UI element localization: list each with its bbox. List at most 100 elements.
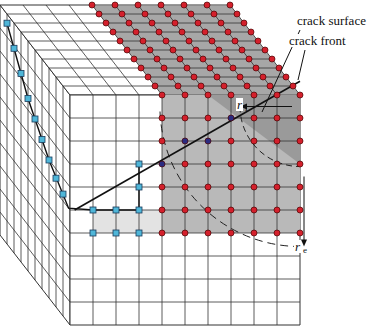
red-node (225, 29, 231, 35)
blue-node (32, 116, 38, 122)
red-node (227, 2, 233, 8)
blue-node (136, 207, 142, 213)
red-node (126, 20, 132, 26)
red-node (159, 138, 165, 144)
red-node (223, 56, 229, 62)
blue-node (25, 96, 31, 102)
red-node (184, 65, 190, 71)
grid-line (7, 14, 8, 244)
red-node (195, 20, 201, 26)
red-node (205, 230, 211, 236)
crack-front-line (75, 81, 300, 210)
red-node (156, 29, 162, 35)
red-node (205, 115, 211, 121)
red-node (251, 138, 257, 144)
red-node (251, 115, 257, 121)
re-arrow (304, 177, 305, 242)
red-node (297, 138, 303, 144)
red-node (205, 184, 211, 190)
red-node (205, 92, 211, 98)
red-node (297, 115, 303, 121)
red-node (110, 29, 116, 35)
red-node (165, 11, 171, 17)
red-node (204, 2, 210, 8)
red-node (182, 161, 188, 167)
red-node (182, 115, 188, 121)
red-node (191, 74, 197, 80)
grid-line (161, 5, 231, 95)
red-node (193, 47, 199, 53)
blue-node (39, 137, 45, 143)
red-node (251, 161, 257, 167)
red-node (140, 38, 146, 44)
red-node (117, 38, 123, 44)
red-node (145, 74, 151, 80)
red-node (228, 207, 234, 213)
red-node (248, 29, 254, 35)
red-node (297, 92, 303, 98)
red-node (283, 74, 289, 80)
red-node (103, 20, 109, 26)
red-node (200, 56, 206, 62)
red-node (251, 92, 257, 98)
callout-label: crack surface (296, 14, 367, 27)
red-node (182, 230, 188, 236)
grid-line (115, 5, 185, 95)
red-node (205, 161, 211, 167)
blue-node (11, 45, 17, 51)
red-node (163, 38, 169, 44)
red-node (297, 161, 303, 167)
top-face (0, 5, 300, 95)
red-node (205, 207, 211, 213)
red-node (124, 47, 130, 53)
red-node (214, 74, 220, 80)
red-node (253, 65, 259, 71)
leader-line (298, 50, 305, 80)
red-node (138, 65, 144, 71)
grid-line (0, 120, 70, 210)
red-node (147, 47, 153, 53)
red-node (158, 2, 164, 8)
blue-node (136, 184, 142, 190)
red-node (228, 184, 234, 190)
red-node (186, 38, 192, 44)
red-node (159, 184, 165, 190)
red-node (237, 74, 243, 80)
radius-label: e (302, 246, 308, 255)
red-node (274, 115, 280, 121)
red-node (290, 83, 296, 89)
red-node (142, 11, 148, 17)
red-node (297, 184, 303, 190)
red-node (159, 115, 165, 121)
front-node (182, 138, 188, 144)
grid-line (138, 5, 208, 95)
red-node (89, 2, 95, 8)
grid-line (184, 5, 254, 95)
red-node (251, 230, 257, 236)
red-node (239, 47, 245, 53)
grid-line (14, 23, 15, 253)
red-node (244, 83, 250, 89)
red-node (221, 83, 227, 89)
red-node (159, 207, 165, 213)
blue-node (113, 207, 119, 213)
red-node (112, 2, 118, 8)
red-node (211, 11, 217, 17)
red-node (207, 65, 213, 71)
red-node (228, 230, 234, 236)
radius-label: i (244, 104, 249, 113)
red-node (262, 47, 268, 53)
red-node (251, 207, 257, 213)
red-node (188, 11, 194, 17)
red-node (159, 92, 165, 98)
red-node (228, 92, 234, 98)
outer-radius-arc (160, 112, 300, 247)
red-node (96, 11, 102, 17)
red-node (269, 56, 275, 62)
red-node (119, 11, 125, 17)
red-node (251, 184, 257, 190)
red-node (170, 47, 176, 53)
grid-line (21, 32, 22, 262)
red-node (198, 83, 204, 89)
